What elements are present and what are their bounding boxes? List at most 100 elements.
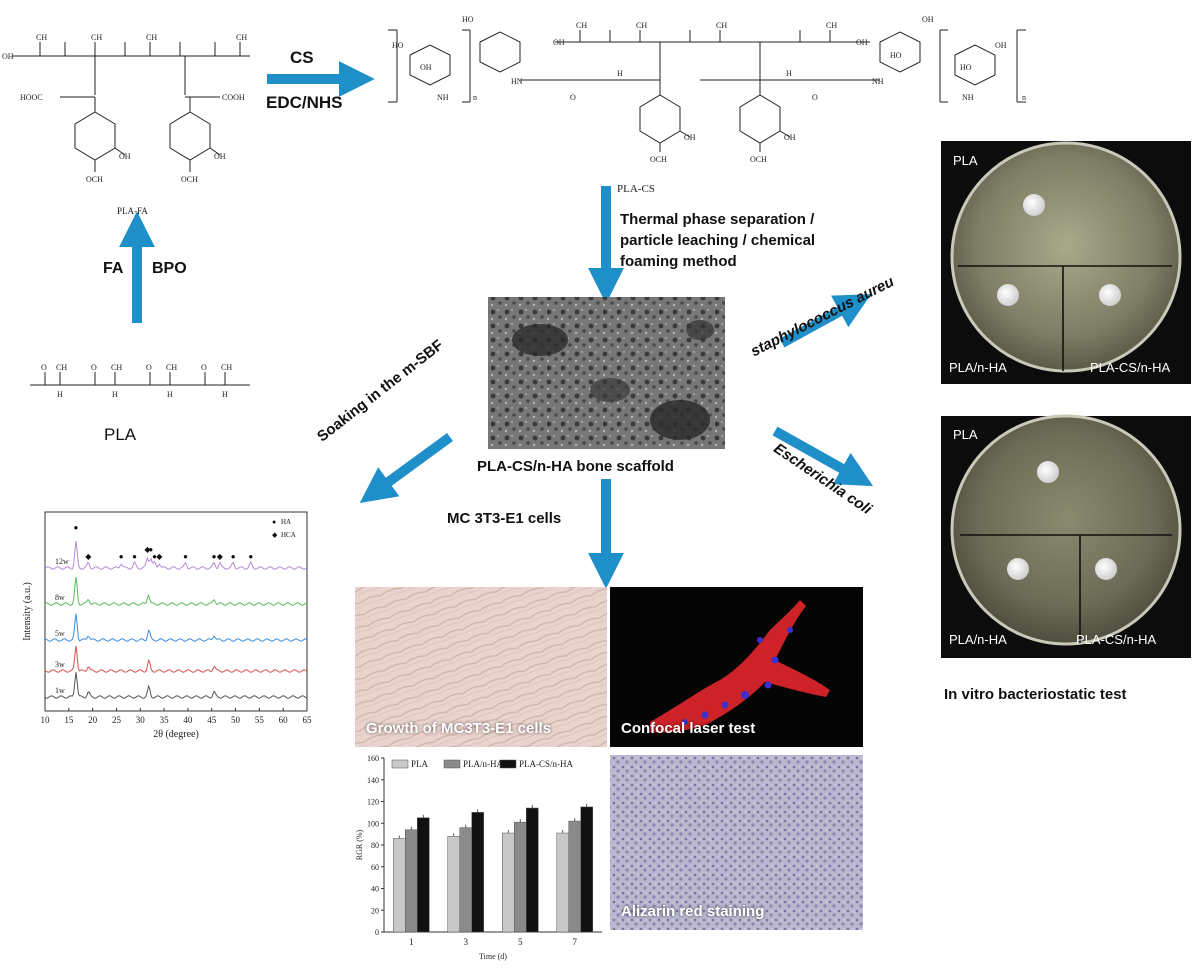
xrd-legend-marker: ◆ xyxy=(272,532,278,539)
group-oh-left: OH xyxy=(2,52,14,61)
xrd-legend-marker: ● xyxy=(272,519,276,526)
pla-fa-atoms: OH CH CH CH CH HOOC COOH OH OH OCH OCH xyxy=(2,33,247,184)
method-line-3: foaming method xyxy=(620,253,737,270)
rgr-legend-label: PLA/n-HA xyxy=(463,759,503,769)
scaffold-label: PLA-CS/n-HA bone scaffold xyxy=(477,458,674,475)
growth-cells-image xyxy=(355,587,607,747)
plate1-label-pla-nha: PLA/n-HA xyxy=(949,360,1007,375)
group-ho-3: HO xyxy=(890,51,902,60)
rgr-bar-pla-n-ha xyxy=(514,821,527,933)
group-oh-cs3: OH xyxy=(995,41,1007,50)
sub-n-1: n xyxy=(473,93,477,102)
xrd-series-label-12w: 12w xyxy=(55,557,69,566)
rgr-y-tick-label: 160 xyxy=(367,754,379,763)
group-och3-ring1: OCH xyxy=(86,175,103,184)
group-ch3-c4: CH xyxy=(826,21,837,30)
group-hn: HN xyxy=(511,77,523,86)
group-h-pla4: H xyxy=(222,390,228,399)
group-ch3-4: CH xyxy=(236,33,247,42)
pla-label: PLA xyxy=(104,425,137,444)
rgr-bar-pla xyxy=(447,836,460,933)
xrd-peak-marker: ● xyxy=(183,552,188,561)
xrd-series-label-1w: 1w xyxy=(55,686,65,695)
rgr-legend-swatch xyxy=(499,759,517,769)
alizarin-caption: Alizarin red staining xyxy=(621,903,765,920)
group-o-pla4: O xyxy=(201,363,207,372)
rgr-legend-label: PLA xyxy=(411,759,429,769)
plate1-label-pla-cs-nha: PLA-CS/n-HA xyxy=(1090,360,1171,375)
reagent-bpo: BPO xyxy=(152,260,187,277)
pla-atoms: O CH O CH O CH O CH H H H H xyxy=(41,363,232,399)
rgr-y-tick-label: 100 xyxy=(367,819,379,828)
rgr-y-label: RGR (%) xyxy=(355,829,364,860)
xrd-series-3w xyxy=(44,645,308,673)
group-nh2-1: NH xyxy=(437,93,449,102)
xrd-peak-marker: ● xyxy=(119,552,124,561)
rgr-bar-pla xyxy=(393,838,406,933)
group-oh-ring1: OH xyxy=(119,152,131,161)
arrow-to-xrd xyxy=(359,432,453,504)
group-cooh: COOH xyxy=(222,93,245,102)
xrd-peak-marker: ● xyxy=(132,552,137,561)
group-h-pla3: H xyxy=(167,390,173,399)
group-oh-ring2: OH xyxy=(214,152,226,161)
xrd-x-tick-label: 50 xyxy=(231,715,241,725)
group-ch3-pla4: CH xyxy=(221,363,232,372)
arrow-to-ecoli xyxy=(772,426,874,487)
rgr-y-tick-label: 80 xyxy=(371,841,379,850)
group-ho-1: HO xyxy=(392,41,404,50)
rgr-bar-pla-n-ha xyxy=(459,827,472,933)
pla-cs-atoms: HO HO OH NH n HN OH CH CH CH CH OH H H O… xyxy=(392,15,1026,164)
xrd-peak-marker: ● xyxy=(74,523,79,532)
xrd-legend-hca: HCA xyxy=(281,531,296,539)
group-hooc: HOOC xyxy=(20,93,43,102)
plate-staph xyxy=(941,141,1191,384)
group-ch3-c1: CH xyxy=(576,21,587,30)
group-oh-ring-r: OH xyxy=(784,133,796,142)
method-line-2: particle leaching / chemical xyxy=(620,232,816,249)
group-ch3-c3: CH xyxy=(716,21,727,30)
rgr-y-tick-label: 40 xyxy=(371,885,379,894)
xrd-peak-marker: ● xyxy=(148,545,153,554)
xrd-peak-marker: ◆ xyxy=(85,552,92,561)
sem-scaffold-image xyxy=(488,297,725,449)
rgr-y-tick-label: 20 xyxy=(371,906,379,915)
group-oh-ring-l: OH xyxy=(684,133,696,142)
plate2-label-pla: PLA xyxy=(953,427,978,442)
group-ch3-pla1: CH xyxy=(56,363,67,372)
xrd-background xyxy=(8,508,323,743)
reagent-fa: FA xyxy=(103,260,124,277)
group-ch3-2: CH xyxy=(91,33,102,42)
xrd-x-tick-label: 15 xyxy=(64,715,74,725)
rgr-x-tick-label: 7 xyxy=(573,937,578,947)
arrow-to-staph xyxy=(779,294,872,348)
xrd-x-tick-label: 25 xyxy=(112,715,122,725)
group-h2-r: H xyxy=(786,69,792,78)
rgr-bar-pla-cs-n-ha xyxy=(526,807,539,933)
group-h2-l: H xyxy=(617,69,623,78)
xrd-series-8w xyxy=(44,576,308,606)
rgr-x-tick-label: 1 xyxy=(409,937,414,947)
xrd-x-tick-label: 35 xyxy=(160,715,170,725)
xrd-peak-marker: ◆ xyxy=(217,552,224,561)
xrd-x-tick-label: 40 xyxy=(183,715,193,725)
xrd-x-tick-label: 65 xyxy=(303,715,313,725)
xrd-series-1w xyxy=(44,672,308,699)
rgr-y-tick-label: 120 xyxy=(367,798,379,807)
group-och3-r: OCH xyxy=(750,155,767,164)
group-och3-l: OCH xyxy=(650,155,667,164)
rgr-y-tick-label: 140 xyxy=(367,776,379,785)
process-arrows xyxy=(119,61,874,589)
cells-label: MC 3T3-E1 cells xyxy=(447,510,562,527)
group-o-pla3: O xyxy=(146,363,152,372)
group-ch3-pla2: CH xyxy=(111,363,122,372)
xrd-x-tick-label: 20 xyxy=(88,715,98,725)
rgr-bar-pla-n-ha xyxy=(405,829,418,933)
bacteriostatic-caption: In vitro bacteriostatic test xyxy=(944,686,1127,703)
group-ch3-pla3: CH xyxy=(166,363,177,372)
group-o-l: O xyxy=(570,93,576,102)
xrd-series-5w xyxy=(44,613,308,642)
rgr-x-tick-label: 3 xyxy=(464,937,469,947)
